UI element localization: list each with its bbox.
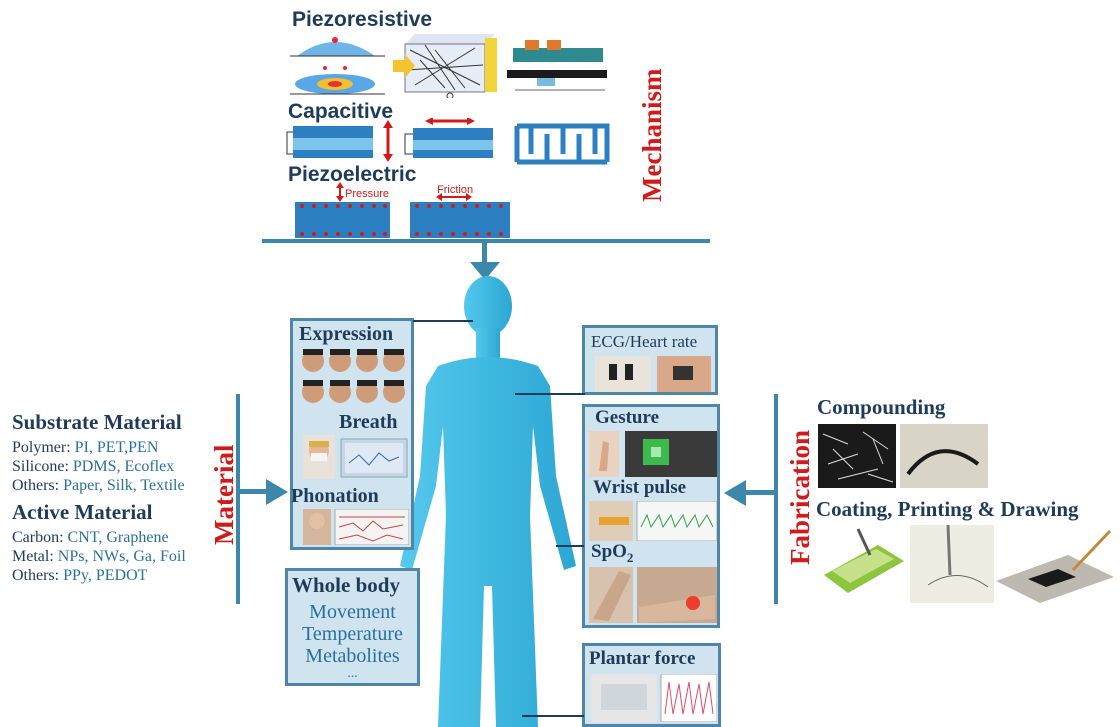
coating-title: Coating, Printing & Drawing — [816, 497, 1079, 521]
mechanism-arrow-stem — [482, 241, 487, 267]
arm-panel: Gesture Wrist pulse SpO2 — [582, 404, 720, 628]
whole-body-item: Metabolites — [305, 645, 400, 667]
fabrication-arrow-head — [724, 480, 746, 506]
phonation-title: Phonation — [291, 485, 379, 507]
plantar-photos — [591, 674, 717, 722]
whole-body-item: Temperature — [302, 623, 403, 645]
friction-label: Friction — [437, 184, 474, 196]
plantar-panel: Plantar force — [582, 643, 721, 727]
plantar-title: Plantar force — [589, 648, 696, 669]
spo2-connector — [556, 545, 584, 547]
material-arrow-head — [266, 479, 288, 505]
ecg-photos — [595, 356, 711, 392]
substrate-list: Polymer: PI, PET,PEN Silicone: PDMS, Eco… — [12, 438, 185, 495]
material-arrow-stem — [238, 489, 268, 494]
compounding-title: Compounding — [817, 395, 946, 419]
active-list: Carbon: CNT, Graphene Metal: NPs, NWs, G… — [12, 528, 186, 585]
material-bracket — [236, 394, 240, 604]
plantar-connector — [522, 715, 584, 717]
substrate-line: Others: Paper, Silk, Textile — [12, 477, 185, 494]
piezoelectric-title: Piezoelectric — [288, 163, 417, 186]
gesture-photos — [589, 431, 717, 477]
ecg-title: ECG/Heart rate — [591, 332, 698, 351]
expression-title: Expression — [299, 323, 394, 345]
ecg-panel: ECG/Heart rate — [582, 325, 718, 395]
whole-body-item: Movement — [309, 601, 396, 623]
piezoresistive-title: Piezoresistive — [292, 8, 433, 31]
capacitive-images — [286, 118, 610, 165]
spo2-photos — [589, 567, 717, 623]
compounding-images — [818, 424, 988, 488]
gesture-title: Gesture — [595, 407, 660, 428]
substrate-line: Polymer: PI, PET,PEN — [12, 439, 159, 456]
capacitive-title: Capacitive — [288, 100, 394, 123]
head-panel: Expression Breath Phonation — [290, 318, 414, 550]
piezoelectric-images — [295, 182, 510, 238]
phonation-photos — [303, 509, 409, 545]
mechanism-title: Mechanism — [637, 68, 667, 202]
active-heading: Active Material — [12, 500, 153, 524]
fabrication-arrow-stem — [744, 490, 776, 495]
whole-body-panel: Whole body Movement Temperature Metaboli… — [285, 568, 420, 686]
pressure-label: Pressure — [345, 188, 390, 200]
human-body-figure — [400, 276, 576, 727]
ecg-connector — [515, 393, 585, 395]
fabrication-title: Fabrication — [785, 430, 815, 566]
substrate-heading: Substrate Material — [12, 410, 182, 434]
piezoresistive-images — [287, 34, 607, 98]
active-line: Carbon: CNT, Graphene — [12, 529, 169, 546]
coating-images — [818, 525, 1114, 603]
head-connector — [413, 320, 473, 322]
wrist-pulse-photos — [589, 501, 717, 541]
wrist-pulse-title: Wrist pulse — [593, 477, 687, 498]
mechanism-arrow-head — [470, 262, 500, 280]
whole-body-item: ... — [347, 666, 358, 681]
spo2-sub: 2 — [626, 549, 634, 565]
breath-photos — [303, 435, 408, 479]
spo2-title: SpO2 — [591, 541, 633, 566]
whole-body-items: Movement Temperature Metabolites ... — [288, 601, 417, 681]
substrate-line: Silicone: PDMS, Ecoflex — [12, 458, 175, 475]
expression-photos — [302, 349, 405, 403]
active-line: Others: PPy, PEDOT — [12, 567, 148, 584]
whole-body-title: Whole body — [292, 573, 400, 597]
active-line: Metal: NPs, NWs, Ga, Foil — [12, 548, 186, 565]
spo2-main: SpO — [591, 541, 627, 562]
breath-title: Breath — [339, 411, 398, 433]
fabrication-bracket — [774, 394, 778, 604]
